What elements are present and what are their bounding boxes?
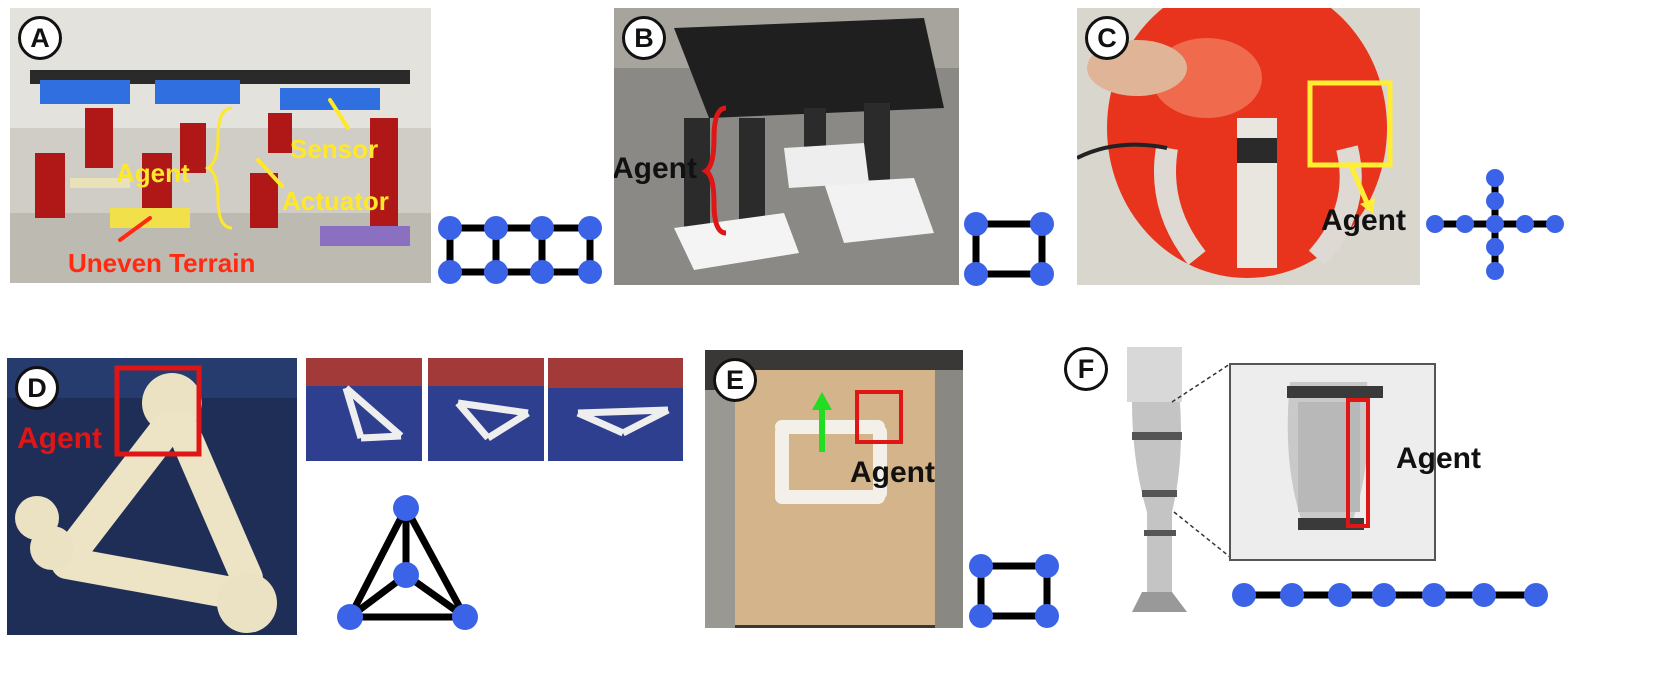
graph-d-tetrahedron bbox=[337, 495, 478, 630]
graph-e-square-node bbox=[969, 604, 993, 628]
graph-f-chain-node bbox=[1472, 583, 1496, 607]
graph-c-cross bbox=[1426, 169, 1564, 280]
panel-e-annotations bbox=[812, 390, 903, 452]
panel-d-sequence-1 bbox=[306, 358, 422, 461]
panel-b-photo: B Agent bbox=[614, 8, 959, 285]
agent-label-a: Agent bbox=[116, 158, 190, 188]
graph-c-cross-node bbox=[1456, 215, 1474, 233]
graph-f-chain-node bbox=[1328, 583, 1352, 607]
uneven-terrain-label: Uneven Terrain bbox=[68, 248, 256, 278]
panel-e-photo: E Agent bbox=[705, 350, 963, 628]
graph-c-cross-node bbox=[1486, 192, 1504, 210]
panel-c-badge: C bbox=[1085, 16, 1129, 60]
panel-c-highlight bbox=[1307, 80, 1393, 214]
agent-label-d: Agent bbox=[17, 422, 102, 455]
graph-d-tetrahedron-node bbox=[393, 495, 419, 521]
panel-c-photo: C Agent bbox=[1077, 8, 1420, 285]
agent-label-f: Agent bbox=[1396, 442, 1481, 475]
actuator-label: Actuator bbox=[282, 186, 389, 216]
graph-b-square bbox=[964, 212, 1054, 286]
balloon-gripping-robot-photo bbox=[1077, 8, 1420, 285]
panel-b-badge: B bbox=[622, 16, 666, 60]
sensor-label: Sensor bbox=[290, 134, 379, 164]
graph-d-tetrahedron-edge bbox=[402, 504, 469, 621]
graph-f-chain bbox=[1232, 583, 1548, 607]
graph-a-ladder bbox=[438, 216, 602, 284]
graph-f-chain-node bbox=[1422, 583, 1446, 607]
panel-b-bracket bbox=[701, 105, 727, 236]
graph-a-ladder-node bbox=[578, 216, 602, 240]
agent-label-b: Agent bbox=[614, 152, 697, 185]
graph-a-ladder-node bbox=[484, 216, 508, 240]
graph-c-cross-node bbox=[1486, 169, 1504, 187]
graph-b-square-node bbox=[964, 212, 988, 236]
graph-e-square bbox=[969, 554, 1059, 628]
panel-d-badge: D bbox=[15, 366, 59, 410]
panel-a-photo: A Sensor Agent Actuator Uneven Terrain bbox=[10, 8, 431, 283]
graph-f-chain-node bbox=[1232, 583, 1256, 607]
graph-a-ladder-node bbox=[530, 260, 554, 284]
graph-b-square-node bbox=[1030, 262, 1054, 286]
graph-b-square-node bbox=[1030, 212, 1054, 236]
graph-d-tetrahedron-edge bbox=[346, 504, 410, 621]
graph-d-tetrahedron-node bbox=[393, 562, 419, 588]
graph-d-tetrahedron-node bbox=[337, 604, 363, 630]
graph-e-square-node bbox=[1035, 604, 1059, 628]
panel-d-sequence-3 bbox=[548, 358, 683, 461]
graph-c-cross-node bbox=[1486, 215, 1504, 233]
graph-a-ladder-node bbox=[438, 216, 462, 240]
panel-d-sequence-2 bbox=[428, 358, 544, 461]
panel-d-highlight bbox=[114, 365, 202, 457]
graph-a-ladder-node bbox=[484, 260, 508, 284]
graph-a-ladder-node bbox=[438, 260, 462, 284]
graph-c-cross-node bbox=[1516, 215, 1534, 233]
panel-a-badge: A bbox=[18, 16, 62, 60]
graph-f-chain-node bbox=[1280, 583, 1304, 607]
panel-f-badge: F bbox=[1064, 347, 1108, 391]
panel-f-highlight bbox=[1346, 398, 1370, 528]
panel-e-badge: E bbox=[713, 358, 757, 402]
panel-f-figure: F Agent bbox=[1062, 342, 1658, 642]
panel-a-annotations bbox=[118, 98, 350, 242]
agent-label-e: Agent bbox=[850, 456, 935, 489]
graph-e-square-node bbox=[1035, 554, 1059, 578]
graph-c-cross-node bbox=[1486, 238, 1504, 256]
graph-c-cross-node bbox=[1486, 262, 1504, 280]
graph-f-chain-node bbox=[1372, 583, 1396, 607]
graph-e-square-node bbox=[969, 554, 993, 578]
graph-a-ladder-node bbox=[578, 260, 602, 284]
graph-b-square-node bbox=[964, 262, 988, 286]
graph-d-tetrahedron-node bbox=[452, 604, 478, 630]
graph-f-chain-node bbox=[1524, 583, 1548, 607]
panel-d-photo: D Agent bbox=[7, 358, 297, 635]
modular-legged-robot-photo bbox=[10, 8, 431, 283]
graph-a-ladder-node bbox=[530, 216, 554, 240]
agent-label-c: Agent bbox=[1321, 204, 1406, 237]
graph-c-cross-node bbox=[1546, 215, 1564, 233]
hexapod-table-robot-photo bbox=[614, 8, 959, 285]
graph-c-cross-node bbox=[1426, 215, 1444, 233]
